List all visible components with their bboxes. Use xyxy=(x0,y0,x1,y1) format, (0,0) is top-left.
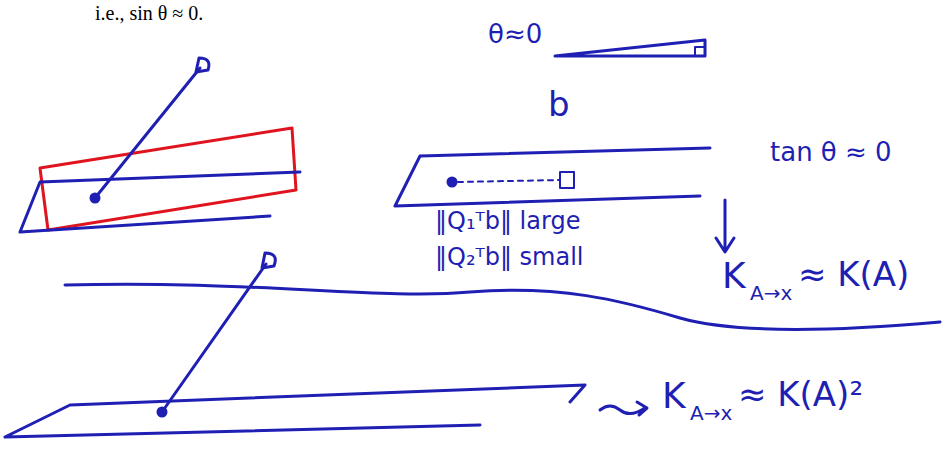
condition-symbol: K xyxy=(662,376,686,416)
squiggle-arrow xyxy=(600,402,647,415)
condition-estimate: ≈ K(A)² xyxy=(738,376,863,413)
arrow-head xyxy=(196,58,209,72)
point xyxy=(448,178,456,186)
angle-note: tan θ ≈ 0 xyxy=(770,138,892,167)
down-arrow xyxy=(716,200,734,252)
projection-dashed xyxy=(458,180,560,182)
right-angle-mark xyxy=(695,47,705,56)
statement-text: i.e., sin θ ≈ 0. xyxy=(95,2,203,24)
red-plane xyxy=(40,128,296,230)
plane xyxy=(5,385,585,437)
subscript: A→x xyxy=(690,402,732,424)
angle-note: θ≈0 xyxy=(488,20,542,49)
angle-arc xyxy=(580,53,582,56)
plane xyxy=(395,148,710,206)
vector-b xyxy=(162,264,266,412)
blue-plane xyxy=(20,172,300,232)
condition-symbol: K xyxy=(722,256,746,296)
arrow-head xyxy=(262,253,275,268)
norm-note: ‖Q₂ᵀb‖ small xyxy=(435,244,584,270)
thin-triangle xyxy=(555,40,705,56)
vector-b xyxy=(95,68,200,198)
norm-note: ‖Q₁ᵀb‖ large xyxy=(435,208,580,234)
vector-name: b xyxy=(548,86,570,123)
subscript: A→x xyxy=(750,282,792,304)
condition-estimate: ≈ K(A) xyxy=(798,256,909,293)
right-angle-box xyxy=(560,172,574,188)
